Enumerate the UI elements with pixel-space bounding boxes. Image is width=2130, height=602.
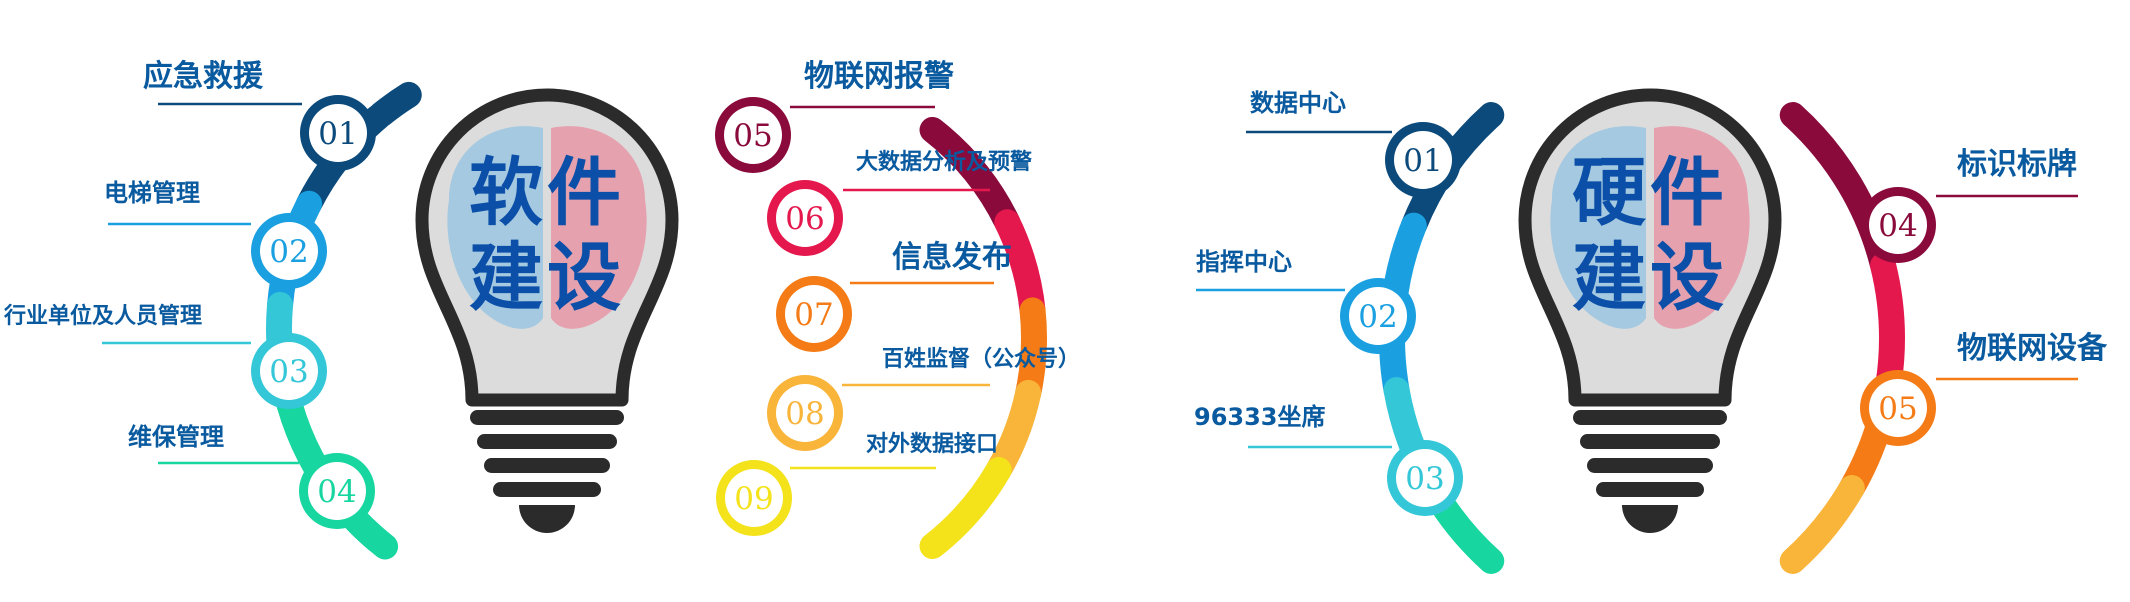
software-bulb-base-band-4 — [493, 482, 601, 497]
label-software-09: 对外数据接口 — [866, 432, 999, 457]
hardware-bulb-base-band-3 — [1587, 458, 1713, 473]
hardware-right-arc-4 — [1779, 475, 1865, 574]
software-marker-06-number: 06 — [785, 201, 824, 237]
hardware-marker-02-number: 02 — [1358, 299, 1397, 335]
software-marker-03-number: 03 — [269, 354, 308, 390]
software-marker-05-number: 05 — [733, 118, 772, 154]
hardware-marker-04-center — [1869, 196, 1927, 254]
software-marker-02-number: 02 — [269, 234, 308, 270]
hardware-marker-01-center — [1394, 131, 1452, 189]
hardware-marker-03-number: 03 — [1405, 461, 1444, 497]
hardware-title-line1: 硬件 — [1572, 150, 1728, 236]
software-marker-09-number: 09 — [734, 481, 773, 517]
software-right-arc-1 — [919, 116, 1021, 236]
software-marker-08-center — [776, 384, 834, 442]
hardware-marker-03-center — [1396, 449, 1454, 507]
software-brain-left — [447, 126, 543, 329]
software-right-arc-5 — [919, 457, 1012, 560]
software-title-line1: 软件 — [469, 150, 625, 236]
label-hardware-02: 指挥中心 — [1196, 248, 1292, 276]
label-software-05: 物联网报警 — [804, 59, 954, 94]
hardware-bulb-base-band-1 — [1573, 410, 1727, 425]
label-software-07: 信息发布 — [892, 240, 1012, 275]
hardware-bulb-base-band-2 — [1580, 434, 1720, 449]
software-marker-06-center — [776, 189, 834, 247]
software-marker-09-center — [725, 469, 783, 527]
label-software-08: 百姓监督（公众号） — [882, 347, 1081, 372]
label-software-04: 维保管理 — [128, 423, 224, 451]
software-marker-05-center — [724, 106, 782, 164]
software-marker-01-center — [309, 104, 367, 162]
label-software-06: 大数据分析及预警 — [856, 150, 1033, 175]
label-hardware-01: 数据中心 — [1250, 89, 1346, 117]
hardware-marker-01-number: 01 — [1403, 143, 1442, 179]
hardware-bulb-base-tip — [1622, 505, 1678, 533]
hardware-brain-right — [1654, 126, 1750, 329]
label-software-02: 电梯管理 — [104, 179, 200, 207]
software-brain-right — [551, 126, 647, 329]
hardware-brain-left — [1550, 126, 1646, 329]
label-software-01: 应急救援 — [143, 59, 263, 94]
label-hardware-03: 96333坐席 — [1194, 403, 1326, 431]
software-marker-01-number: 01 — [318, 116, 357, 152]
hardware-marker-04-number: 04 — [1878, 208, 1917, 244]
label-hardware-04: 标识标牌 — [1957, 147, 2077, 182]
software-marker-02-center — [260, 222, 318, 280]
software-left-arc-cap-top — [368, 81, 422, 128]
software-marker-08-number: 08 — [785, 396, 824, 432]
software-marker-04-number: 04 — [317, 474, 356, 510]
hardware-marker-05-number: 05 — [1878, 391, 1917, 427]
software-bulb-base-band-2 — [477, 434, 617, 449]
software-bulb-base-band-1 — [470, 410, 624, 425]
software-title-line2: 建设 — [469, 235, 625, 321]
software-marker-04-center — [308, 462, 366, 520]
hardware-marker-02-center — [1349, 287, 1407, 345]
label-hardware-05: 物联网设备 — [1957, 331, 2107, 366]
software-marker-07-center — [785, 285, 843, 343]
label-software-03: 行业单位及人员管理 — [4, 304, 203, 329]
software-marker-07-number: 07 — [794, 297, 833, 333]
software-bulb-base-band-3 — [484, 458, 610, 473]
hardware-title-line2: 建设 — [1572, 235, 1728, 321]
hardware-bulb-base-band-4 — [1596, 482, 1704, 497]
software-marker-03-center — [260, 342, 318, 400]
hardware-marker-05-center — [1869, 379, 1927, 437]
software-bulb-base-tip — [519, 505, 575, 533]
